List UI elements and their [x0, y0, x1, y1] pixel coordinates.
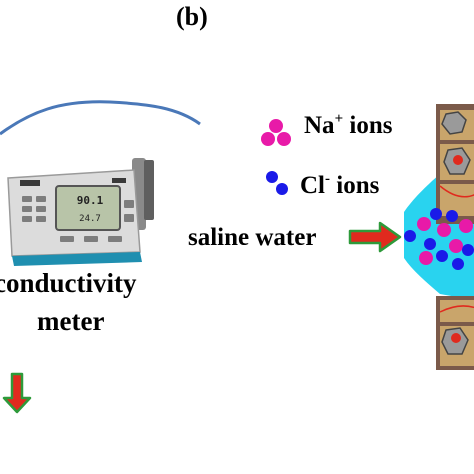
cl-ion-legend-icon: [266, 171, 288, 195]
cl-symbol: Cl: [300, 172, 325, 199]
meter-keypad: [22, 196, 134, 242]
cl-ions-text: ions: [330, 172, 380, 199]
na-symbol: Na: [304, 112, 335, 139]
meter-display-temp: 24.7: [79, 214, 101, 224]
conductivity-meter: 90.1 24.7: [7, 169, 142, 266]
meter-cable: [0, 100, 201, 136]
ions-in-water: [404, 208, 474, 270]
meter-display-reading: 90.1: [77, 194, 104, 207]
na-ions-label: Na+ ions: [304, 111, 393, 140]
cl-ion: [436, 250, 448, 262]
cl-charge: -: [325, 171, 330, 187]
cl-ion: [446, 210, 458, 222]
na-ion: [419, 251, 433, 265]
na-ion: [417, 217, 431, 231]
saline-water-label: saline water: [188, 224, 317, 251]
na-ion-legend-icon: [261, 119, 291, 146]
membrane-bottom: [436, 296, 474, 370]
na-ion: [459, 219, 473, 233]
cl-ion: [430, 208, 442, 220]
meter-label-line2: meter: [37, 306, 105, 336]
panel-label: (b): [176, 2, 208, 31]
flow-arrow-icon: [348, 221, 402, 253]
cl-ion: [462, 244, 474, 256]
meter-screen: [55, 185, 121, 231]
na-charge: +: [334, 111, 344, 127]
meter-label-line1: conductivity: [0, 268, 137, 298]
down-arrow-icon: [2, 372, 32, 414]
na-ion: [437, 223, 451, 237]
membrane-top: [436, 104, 474, 224]
na-ion: [449, 239, 463, 253]
cl-ion: [452, 258, 464, 270]
cl-ions-label: Cl- ions: [300, 171, 380, 200]
cl-ion: [404, 230, 416, 242]
brand-logo: [20, 180, 40, 186]
na-ions-text: ions: [343, 112, 393, 139]
cl-ion: [424, 238, 436, 250]
